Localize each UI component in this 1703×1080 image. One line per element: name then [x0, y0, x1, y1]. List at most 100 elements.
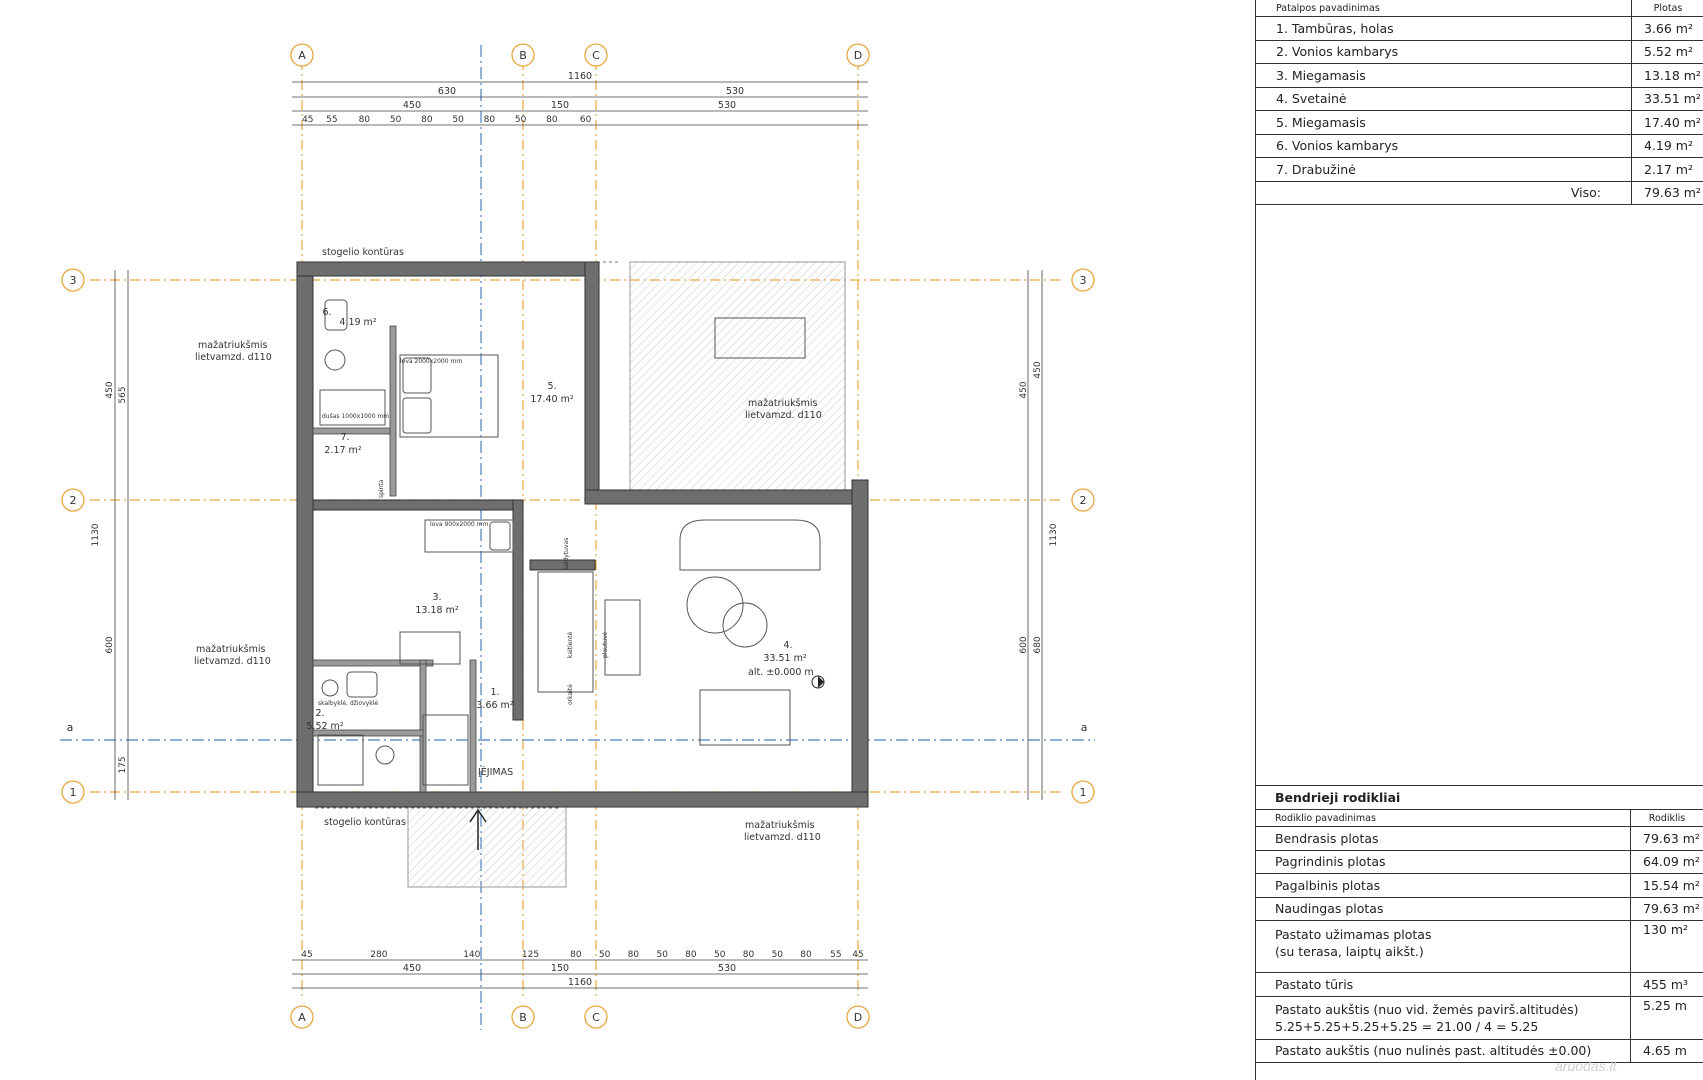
summary-row-value: 79.63 m²	[1630, 826, 1703, 851]
summary-row-value: 64.09 m²	[1630, 850, 1703, 874]
axis-grid-lines	[90, 60, 1060, 1000]
axis-bubbles-letters	[290, 43, 870, 1029]
room-6-area: 4.19 m²	[339, 317, 376, 328]
axis-label-D: D	[854, 49, 862, 62]
dim-top-530b: 530	[718, 100, 736, 111]
cooker-label: kaitlentė	[567, 631, 574, 658]
dim-bottom-150: 150	[551, 963, 569, 974]
dim-bottom-chain-label: 80	[628, 950, 640, 960]
dim-left-175: 175	[118, 756, 128, 773]
summary-row-value: 4.65 m	[1630, 1039, 1703, 1063]
rooms-table-panel: Patalpos pavadinimas Plotas 1. Tambūras,…	[1255, 0, 1703, 1080]
room-row-name: 2. Vonios kambarys	[1256, 40, 1632, 64]
room-row-name: 6. Vonios kambarys	[1256, 134, 1632, 158]
dim-bottom-chain-label: 50	[714, 950, 726, 960]
dim-top-150: 150	[551, 100, 569, 111]
room-row-name: 5. Miegamasis	[1256, 110, 1632, 135]
dim-left-450: 450	[105, 381, 115, 398]
summary-row-value: 79.63 m²	[1630, 897, 1703, 921]
dim-right-680: 680	[1033, 636, 1043, 653]
dim-top-chain-label: 80	[421, 115, 433, 125]
dim-top-chain-label: 50	[515, 115, 527, 125]
axis-label-1-right: 1	[1080, 786, 1087, 799]
summary-row-line2: 5.25+5.25+5.25+5.25 = 21.00 / 4 = 5.25	[1275, 1018, 1539, 1034]
roof-outline-top-label: stogelio kontūras	[322, 247, 404, 258]
dim-top-chain-label: 55	[326, 115, 337, 125]
dim-right-1130: 1130	[1049, 523, 1059, 546]
room-row-value: 17.40 m²	[1631, 110, 1703, 135]
summary-row-value: 15.54 m²	[1630, 873, 1703, 898]
summary-row-value: 455 m³	[1630, 972, 1703, 997]
axis-label-A: A	[298, 49, 306, 62]
closet-label: spinta	[378, 479, 385, 498]
room-1-num: 1.	[490, 687, 499, 698]
bed-single-label: lova 900x2000 mm	[430, 521, 488, 528]
summary-row-line1: Pastato aukštis (nuo vid. žemės pavirš.a…	[1275, 1001, 1579, 1017]
axis-label-A-bottom: A	[298, 1011, 306, 1024]
axis-label-2: 2	[70, 494, 77, 507]
dim-bottom-chain-label: 50	[772, 950, 784, 960]
room-row-value: 13.18 m²	[1631, 63, 1703, 88]
summary-row-line1: Pastato užimamas plotas	[1275, 927, 1432, 942]
dim-top-chain-label: 80	[546, 115, 558, 125]
summary-row-name: Pastato aukštis (nuo nulinės past. altit…	[1255, 1039, 1631, 1063]
elevation-label: alt. ±0.000 m	[748, 667, 814, 678]
axis-label-B: B	[519, 49, 527, 62]
room-4-num: 4.	[783, 640, 792, 651]
dim-top-450: 450	[403, 100, 421, 111]
pipe-label-1b: lietvamzd. d110	[195, 352, 272, 363]
room-row-name: 7. Drabužinė	[1256, 157, 1632, 182]
room-5-num: 5.	[547, 381, 556, 392]
axis-label-1: 1	[70, 786, 77, 799]
room-6-num: 6.	[322, 307, 331, 318]
exterior-walls	[296, 261, 869, 808]
rooms-total-label: Viso:	[1256, 181, 1632, 205]
dim-top-chain-label: 60	[580, 115, 592, 125]
entrance-steps	[407, 794, 567, 888]
room-7-num: 7.	[340, 432, 349, 443]
dim-top-630: 630	[438, 86, 456, 97]
dim-bottom-chain-label: 80	[685, 950, 697, 960]
summary-row-name: Pagrindinis plotas	[1255, 850, 1631, 874]
entrance-arrow-icon	[469, 808, 487, 850]
dim-bottom-chain-label: 50	[656, 950, 668, 960]
summary-header-name: Rodiklio pavadinimas	[1255, 810, 1631, 827]
summary-row-name: Pastato aukštis (nuo vid. žemės pavirš.a…	[1255, 996, 1631, 1040]
room-row-value: 33.51 m²	[1631, 87, 1703, 111]
room-2-num: 2.	[315, 708, 324, 719]
summary-header-value: Rodiklis	[1630, 810, 1703, 827]
room-3-area: 13.18 m²	[415, 605, 458, 616]
summary-row-name: Pastato tūris	[1255, 972, 1631, 997]
dim-top-overall: 1160	[568, 71, 592, 82]
rooms-header-value: Plotas	[1631, 0, 1703, 17]
summary-title: Bendrieji rodikliai	[1255, 786, 1703, 810]
room-3-num: 3.	[432, 592, 441, 603]
pipe-label-4b: lietvamzd. d110	[744, 832, 821, 843]
summary-table: Rodiklio pavadinimas Rodiklis Bendrasis …	[1255, 810, 1703, 1063]
dim-top-chain-label: 45	[302, 115, 313, 125]
dim-bottom-450: 450	[403, 963, 421, 974]
room-row-value: 2.17 m²	[1631, 157, 1703, 182]
floor-plan-drawing: A B C D A B C D 3 2 1 3 2 1 a a 1160 630…	[60, 43, 1095, 1030]
axis-label-C: C	[592, 49, 600, 62]
entrance-label: ĮĖJIMAS	[478, 767, 513, 778]
dim-bottom-chain-label: 80	[800, 950, 812, 960]
dim-top-chain-label: 50	[452, 115, 464, 125]
dim-top-chain-label: 80	[359, 115, 371, 125]
furniture	[317, 299, 821, 786]
dim-top-530: 530	[726, 86, 744, 97]
axis-label-2-right: 2	[1080, 494, 1087, 507]
summary-row-name: Pastato užimamas plotas (su terasa, laipt…	[1255, 920, 1631, 973]
pipe-label-2b: lietvamzd. d110	[194, 656, 271, 667]
watermark-logo: aruodas.lt	[1555, 1058, 1617, 1074]
dim-bottom-chain-label: 50	[599, 950, 611, 960]
dim-right-600: 600	[1019, 636, 1029, 653]
rooms-total-value: 79.63 m²	[1631, 181, 1703, 205]
dim-bottom-chain-label: 125	[522, 950, 539, 960]
room-row-name: 3. Miegamasis	[1256, 63, 1632, 88]
summary-row-line2: (su terasa, laiptų aikšt.)	[1275, 944, 1424, 959]
dim-right-450b: 450	[1033, 361, 1043, 378]
rooms-table: Patalpos pavadinimas Plotas 1. Tambūras,…	[1256, 0, 1703, 205]
section-mark-left: a	[67, 721, 74, 734]
axis-label-C-bottom: C	[592, 1011, 600, 1024]
